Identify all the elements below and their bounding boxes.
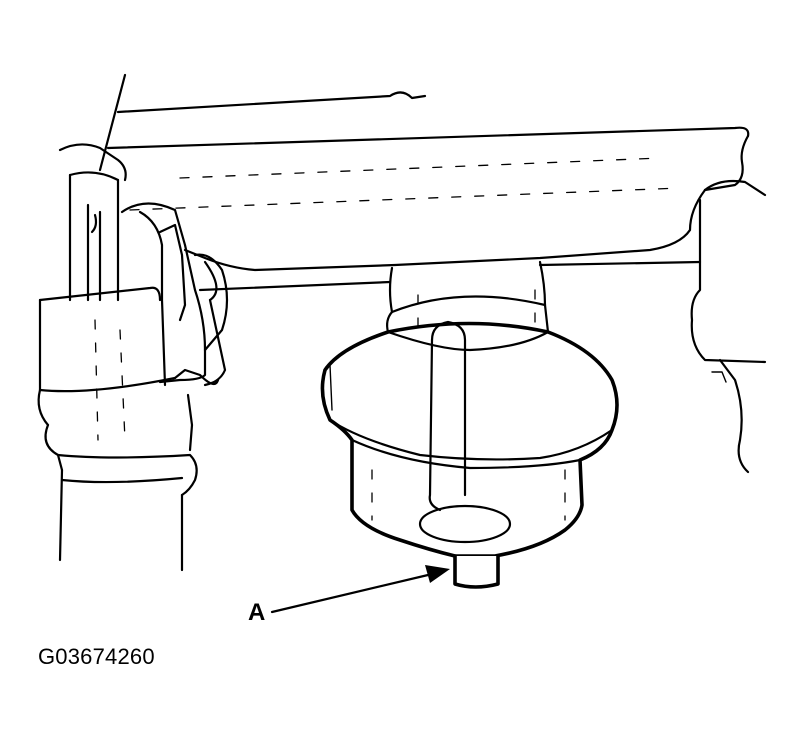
upper-housing (98, 73, 750, 302)
callout-a: A (248, 565, 450, 626)
figure-id: G03674260 (38, 644, 155, 669)
callout-label: A (248, 599, 265, 626)
right-bracket (690, 179, 767, 474)
drain-tube (418, 320, 512, 589)
left-connector (37, 143, 229, 572)
canister-body (320, 321, 619, 558)
callout-arrow-head-icon (425, 565, 450, 583)
canister-neck (386, 260, 550, 334)
